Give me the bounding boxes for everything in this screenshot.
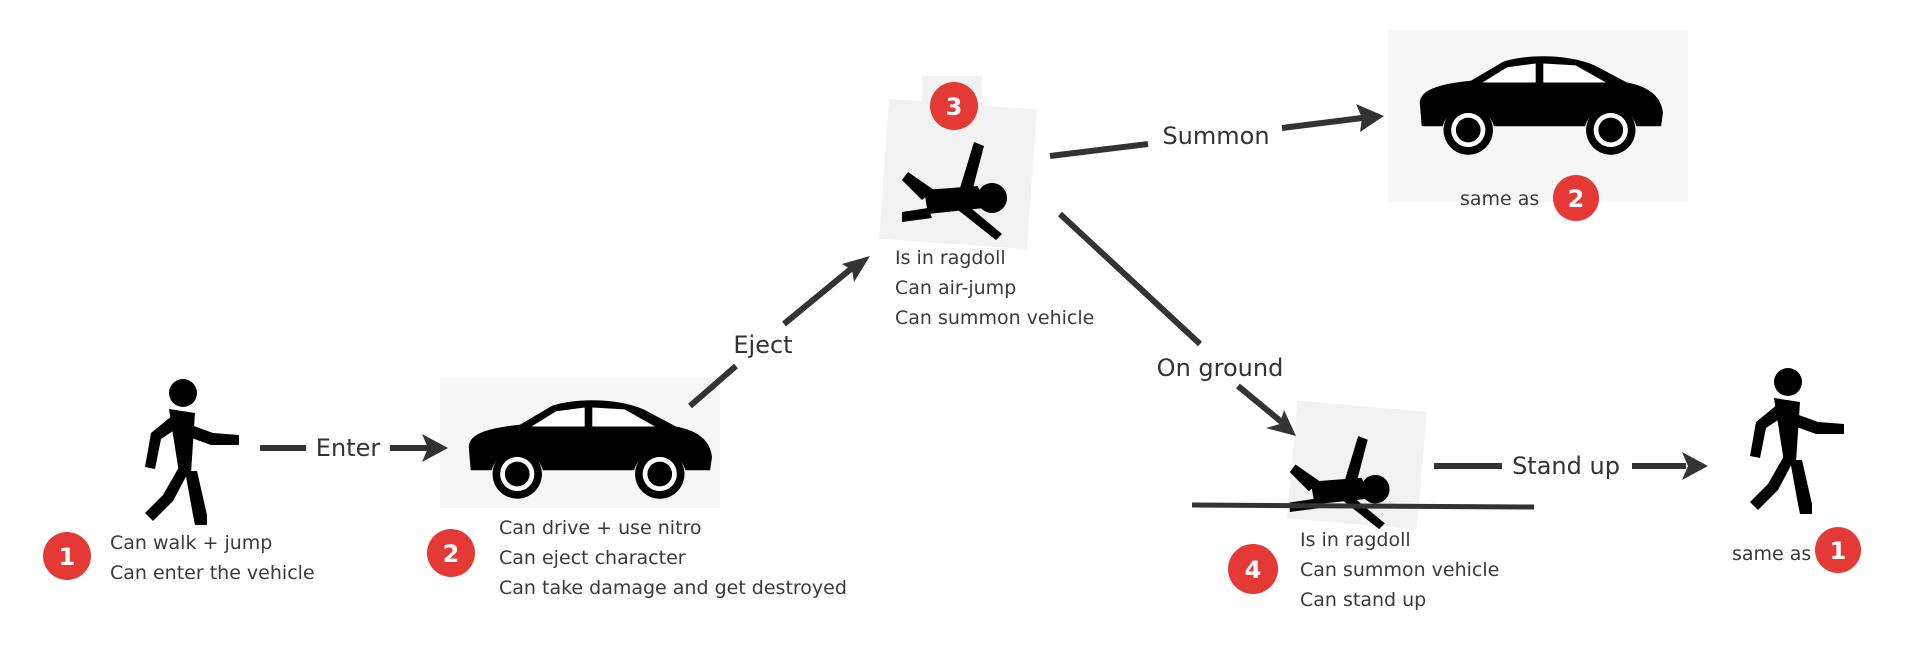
description-line: Can air-jump <box>895 277 1017 299</box>
transition-label-enter: Enter <box>316 434 381 462</box>
state-2-description: Can drive + use nitro Can eject characte… <box>499 513 847 603</box>
arrow-segment <box>1281 115 1363 131</box>
arrow-head <box>1356 104 1384 132</box>
state-4-badge: 4 <box>1228 544 1278 594</box>
ground-line <box>1191 502 1535 510</box>
description-line: Is in ragdoll <box>895 247 1006 269</box>
reference-walker-node: same as 1 <box>1732 368 1861 573</box>
state-3-description: Is in ragdoll Can air-jump Can summon ve… <box>895 243 1094 333</box>
arrow-segment <box>1049 141 1149 159</box>
transition-label-summon: Summon <box>1162 122 1269 150</box>
walking-person-icon <box>145 379 239 525</box>
state-4-badge-number: 4 <box>1245 556 1262 584</box>
transition-eject: Eject <box>688 256 870 409</box>
state-1-badge-number: 1 <box>59 543 76 571</box>
arrow-segment <box>1236 383 1286 427</box>
state-2-node: 2 <box>427 378 720 577</box>
description-line: Can drive + use nitro <box>499 517 702 539</box>
transition-stand-up: Stand up <box>1434 452 1708 480</box>
arrow-head <box>422 434 448 462</box>
state-3-badge: 3 <box>930 82 978 130</box>
transition-label-eject: Eject <box>733 331 792 359</box>
reference-badge-2-number: 2 <box>1568 185 1585 213</box>
arrow-segment <box>1057 211 1203 347</box>
arrow-head <box>1682 452 1708 480</box>
arrow-segment <box>782 265 854 327</box>
transition-on-ground: On ground <box>1057 211 1296 436</box>
transition-summon: Summon <box>1049 104 1384 159</box>
state-2-badge: 2 <box>427 529 475 577</box>
walking-person-icon <box>1750 368 1844 514</box>
state-1-description: Can walk + jump Can enter the vehicle <box>110 528 315 588</box>
state-3-node: 3 <box>879 76 1037 249</box>
description-line: Can summon vehicle <box>895 307 1095 329</box>
arrow-head <box>1266 410 1296 436</box>
reference-car-node: same as 2 <box>1388 30 1688 221</box>
description-line: Can summon vehicle <box>1300 559 1500 581</box>
reference-badge-1-number: 1 <box>1830 537 1847 565</box>
arrow-head <box>842 256 870 282</box>
description-line: Can stand up <box>1300 589 1427 611</box>
same-as-label: same as <box>1460 188 1539 210</box>
description-line: Can take damage and get destroyed <box>499 577 847 599</box>
transition-label-on-ground: On ground <box>1157 354 1284 382</box>
arrow-segment <box>688 363 738 409</box>
transition-label-stand-up: Stand up <box>1512 452 1620 480</box>
state-2-badge-number: 2 <box>443 540 460 568</box>
description-line: Can eject character <box>499 547 686 569</box>
reference-badge-1: 1 <box>1815 527 1861 573</box>
description-line: Is in ragdoll <box>1300 529 1411 551</box>
state-3-badge-number: 3 <box>946 93 963 121</box>
transition-enter: Enter <box>260 434 448 462</box>
reference-badge-2: 2 <box>1553 175 1599 221</box>
state-1-node: 1 <box>43 379 239 580</box>
state-4-description: Is in ragdoll Can summon vehicle Can sta… <box>1300 525 1499 615</box>
description-line: Can enter the vehicle <box>110 562 315 584</box>
description-line: Can walk + jump <box>110 532 273 554</box>
same-as-label: same as <box>1732 543 1811 565</box>
state-1-badge: 1 <box>43 532 91 580</box>
state-4-node: 4 <box>1191 400 1535 594</box>
